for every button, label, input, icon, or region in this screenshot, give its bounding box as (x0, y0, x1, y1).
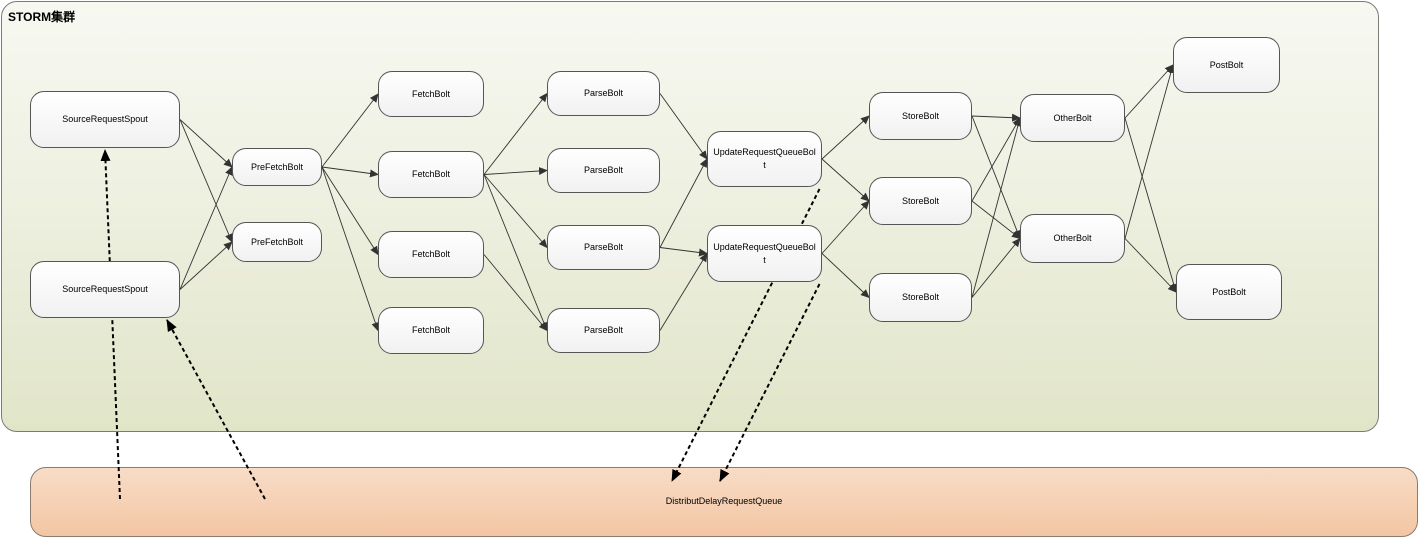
node-post-bolt-2: PostBolt (1176, 264, 1282, 320)
node-prefetch-bolt-2: PreFetchBolt (232, 222, 322, 262)
node-source-request-spout-2: SourceRequestSpout (30, 261, 180, 318)
node-prefetch-bolt-1: PreFetchBolt (232, 148, 322, 186)
node-parse-bolt-4: ParseBolt (547, 308, 660, 353)
node-fetch-bolt-1: FetchBolt (378, 71, 484, 117)
node-other-bolt-2: OtherBolt (1020, 214, 1125, 263)
node-update-request-queue-bolt-2: UpdateRequestQueueBolt (707, 225, 822, 282)
node-parse-bolt-1: ParseBolt (547, 71, 660, 116)
node-fetch-bolt-4: FetchBolt (378, 307, 484, 354)
node-parse-bolt-3: ParseBolt (547, 225, 660, 270)
node-parse-bolt-2: ParseBolt (547, 148, 660, 193)
node-other-bolt-1: OtherBolt (1020, 94, 1125, 142)
node-store-bolt-3: StoreBolt (869, 273, 972, 322)
node-source-request-spout-1: SourceRequestSpout (30, 91, 180, 148)
cluster-title: STORM集群 (8, 10, 76, 24)
node-update-request-queue-bolt-1: UpdateRequestQueueBolt (707, 131, 822, 187)
node-fetch-bolt-2: FetchBolt (378, 151, 484, 198)
node-store-bolt-1: StoreBolt (869, 92, 972, 140)
node-store-bolt-2: StoreBolt (869, 177, 972, 225)
node-fetch-bolt-3: FetchBolt (378, 231, 484, 278)
node-post-bolt-1: PostBolt (1173, 37, 1280, 93)
delay-request-queue: DistributDelayRequestQueue (30, 467, 1418, 537)
queue-label: DistributDelayRequestQueue (665, 496, 783, 506)
